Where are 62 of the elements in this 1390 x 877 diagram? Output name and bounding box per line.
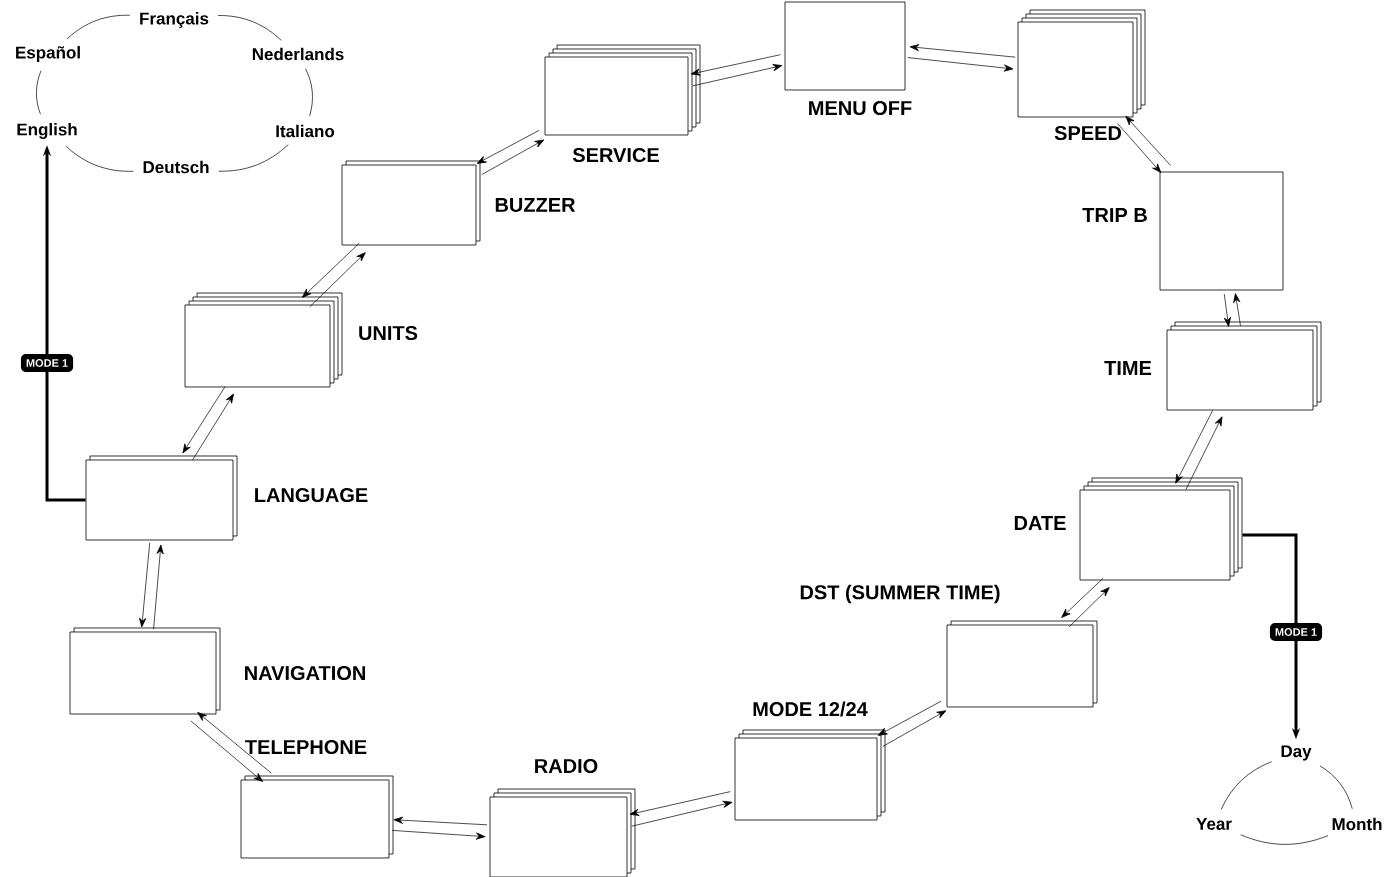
screen-title: NAVIGATION bbox=[245, 665, 365, 681]
arrow bbox=[1223, 293, 1231, 327]
language-option: Month bbox=[1332, 817, 1382, 831]
screen-title: LANGUAGE bbox=[255, 487, 368, 503]
arrow bbox=[481, 139, 545, 175]
connector-arc bbox=[217, 15, 282, 41]
screen-title: DATE bbox=[1014, 516, 1066, 530]
screen-title: MENU OFF bbox=[809, 100, 912, 116]
screen-title: UNITS bbox=[359, 325, 418, 341]
mode-badge: MODE 1 bbox=[20, 354, 74, 372]
language-option: Year bbox=[1196, 818, 1232, 830]
arrow bbox=[1125, 116, 1171, 166]
arrow bbox=[629, 791, 731, 816]
arrow bbox=[476, 130, 540, 164]
screen-title: TRIP B bbox=[1082, 208, 1147, 222]
connector-arc bbox=[66, 14, 131, 40]
screen-title: SPEED bbox=[1054, 125, 1122, 141]
arrow bbox=[1117, 123, 1162, 173]
arrow bbox=[692, 64, 783, 87]
arrow bbox=[909, 44, 1016, 58]
mode-badge: MODE 1 bbox=[1269, 623, 1323, 641]
screen-title: BUZZER bbox=[495, 198, 576, 212]
arrow bbox=[1068, 587, 1110, 628]
connector-arc bbox=[218, 144, 289, 172]
screen-title: MODE 12/24 bbox=[753, 701, 868, 717]
arrow bbox=[1185, 416, 1223, 490]
arrow bbox=[877, 700, 942, 736]
arrow bbox=[1061, 577, 1104, 618]
connector-arc bbox=[1220, 761, 1272, 810]
arrow bbox=[139, 542, 151, 628]
connector-arc bbox=[305, 68, 313, 117]
language-option: Nederlands bbox=[252, 47, 344, 61]
connector-arc bbox=[36, 70, 42, 115]
arrow bbox=[882, 710, 947, 747]
screen-title: DST (SUMMER TIME) bbox=[800, 584, 1000, 604]
screen-title: RADIO bbox=[535, 758, 598, 774]
language-option: Day bbox=[1281, 745, 1312, 761]
screen-title: TELEPHONE bbox=[245, 739, 367, 755]
screen-title: TIME bbox=[1104, 361, 1152, 375]
arrow bbox=[309, 252, 366, 308]
arrow bbox=[907, 57, 1014, 72]
arrow bbox=[1175, 409, 1214, 484]
connector-arc bbox=[1240, 834, 1329, 845]
language-option: Español bbox=[16, 46, 80, 62]
arrow bbox=[393, 816, 488, 826]
screen-title: SERVICE bbox=[572, 147, 659, 163]
arrow bbox=[192, 393, 234, 461]
arrow bbox=[182, 386, 226, 454]
language-option: English bbox=[17, 123, 77, 139]
arrow bbox=[190, 720, 264, 782]
arrow bbox=[301, 242, 360, 298]
arrow bbox=[631, 800, 733, 827]
arrow bbox=[391, 830, 486, 840]
arrow bbox=[690, 54, 781, 76]
language-option: Français bbox=[140, 12, 209, 28]
arrow bbox=[153, 544, 164, 630]
language-option: Italiano bbox=[276, 124, 335, 138]
language-option: Deutsch bbox=[143, 160, 209, 174]
arrow bbox=[1233, 293, 1241, 327]
connector-arc bbox=[65, 145, 134, 172]
arrow bbox=[197, 712, 272, 774]
connector-arc bbox=[1319, 765, 1353, 810]
